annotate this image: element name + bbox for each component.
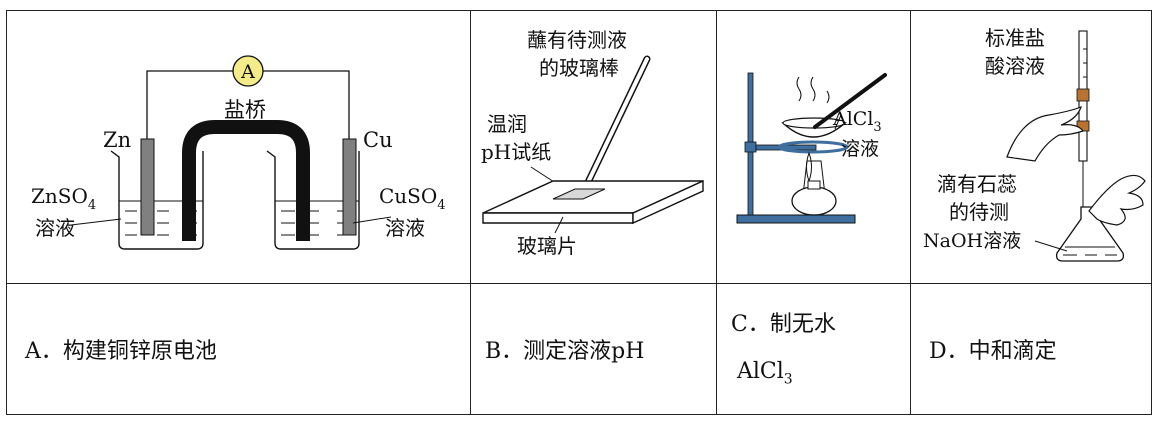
base-label-line2: 的待测 <box>949 200 1009 224</box>
acid-label-line2: 酸溶液 <box>985 54 1045 78</box>
wire-right <box>263 70 350 139</box>
paper-label-line2: pH试纸 <box>481 140 551 164</box>
caption-c-line1: C．制无水 <box>731 312 836 338</box>
caption-c: C．制无水 AlCl3 <box>716 283 911 415</box>
stand-base <box>736 214 856 224</box>
glass-slide-front <box>482 212 634 224</box>
flask-liquid <box>1063 246 1117 256</box>
zn-label: Zn <box>103 128 131 152</box>
inner-flame <box>806 151 812 182</box>
glass-leader <box>554 216 564 234</box>
alcl3-solution-label: 溶液 <box>841 138 879 160</box>
alcl3-leader <box>834 114 842 130</box>
paper-label-line1: 温润 <box>487 112 527 136</box>
base-leader <box>1034 240 1068 252</box>
alcl3-label: AlCl3 <box>832 108 882 135</box>
cu-label: Cu <box>363 128 393 152</box>
ammeter-label: A <box>240 61 255 83</box>
glass-slide-side <box>632 179 704 225</box>
cuso4-label: CuSO4 <box>379 184 446 213</box>
figure-row: A <box>6 10 1152 284</box>
znso4-leader <box>70 218 122 226</box>
znso4-solution-label: 溶液 <box>35 216 75 240</box>
stirring-rod <box>813 73 887 129</box>
salt-bridge-label: 盐桥 <box>224 98 266 122</box>
znso4-label: ZnSO4 <box>31 184 96 213</box>
right-liquid <box>275 200 359 236</box>
cu-electrode <box>342 138 357 236</box>
glass-rod-inner <box>579 57 649 199</box>
cell-figure-c: AlCl3 溶液 <box>716 10 911 284</box>
iron-ring <box>777 140 849 154</box>
cuso4-solution-label: 溶液 <box>385 216 425 240</box>
ph-test-diagram: 蘸有待测液 的玻璃棒 温润 pH试纸 玻璃片 <box>481 28 704 258</box>
rod-label-line2: 的玻璃棒 <box>539 56 619 80</box>
right-beaker <box>266 150 360 250</box>
cell-figure-b: 蘸有待测液 的玻璃棒 温润 pH试纸 玻璃片 <box>470 10 717 284</box>
ph-paper <box>552 188 606 200</box>
cell-figure-d: 标准盐 酸溶液 滴有石蕊 的待测 NaOH溶液 <box>910 10 1152 284</box>
stopcock <box>1076 88 1090 102</box>
alcohol-lamp-icon <box>791 186 837 216</box>
cell-figure-a: A <box>6 10 471 284</box>
evaporation-diagram: AlCl3 溶液 <box>736 72 887 224</box>
caption-b: B．测定溶液pH <box>470 283 717 415</box>
left-hand-icon <box>1006 105 1084 162</box>
left-beaker <box>110 150 204 250</box>
caption-a: A．构建铜锌原电池 <box>6 283 471 415</box>
base-label-line3: NaOH溶液 <box>923 230 1021 252</box>
titration-diagram: 标准盐 酸溶液 滴有石蕊 的待测 NaOH溶液 <box>923 26 1146 262</box>
right-hand-icon <box>1088 174 1146 226</box>
rod-label-line1: 蘸有待测液 <box>527 28 627 52</box>
zn-electrode <box>140 138 155 236</box>
clamp-knob <box>744 141 757 153</box>
steam-icon <box>796 76 830 104</box>
base-label-line1: 滴有石蕊 <box>937 172 1017 196</box>
caption-d: D．中和滴定 <box>910 283 1152 415</box>
flame <box>802 160 826 196</box>
cuso4-leader <box>352 216 392 224</box>
salt-bridge-tube <box>182 120 310 241</box>
glass-slide-label: 玻璃片 <box>517 234 577 258</box>
galvanic-cell-diagram: A <box>31 55 446 250</box>
experiment-table: A <box>6 10 1152 415</box>
lamp-neck <box>807 180 821 190</box>
acid-label-line1: 标准盐 <box>985 26 1045 50</box>
caption-c-line2: AlCl3 <box>737 359 793 388</box>
caption-row: A．构建铜锌原电池 B．测定溶液pH C．制无水 AlCl3 D．中和滴定 <box>6 283 1152 415</box>
wire-left <box>146 70 233 139</box>
ammeter-icon <box>232 55 264 87</box>
